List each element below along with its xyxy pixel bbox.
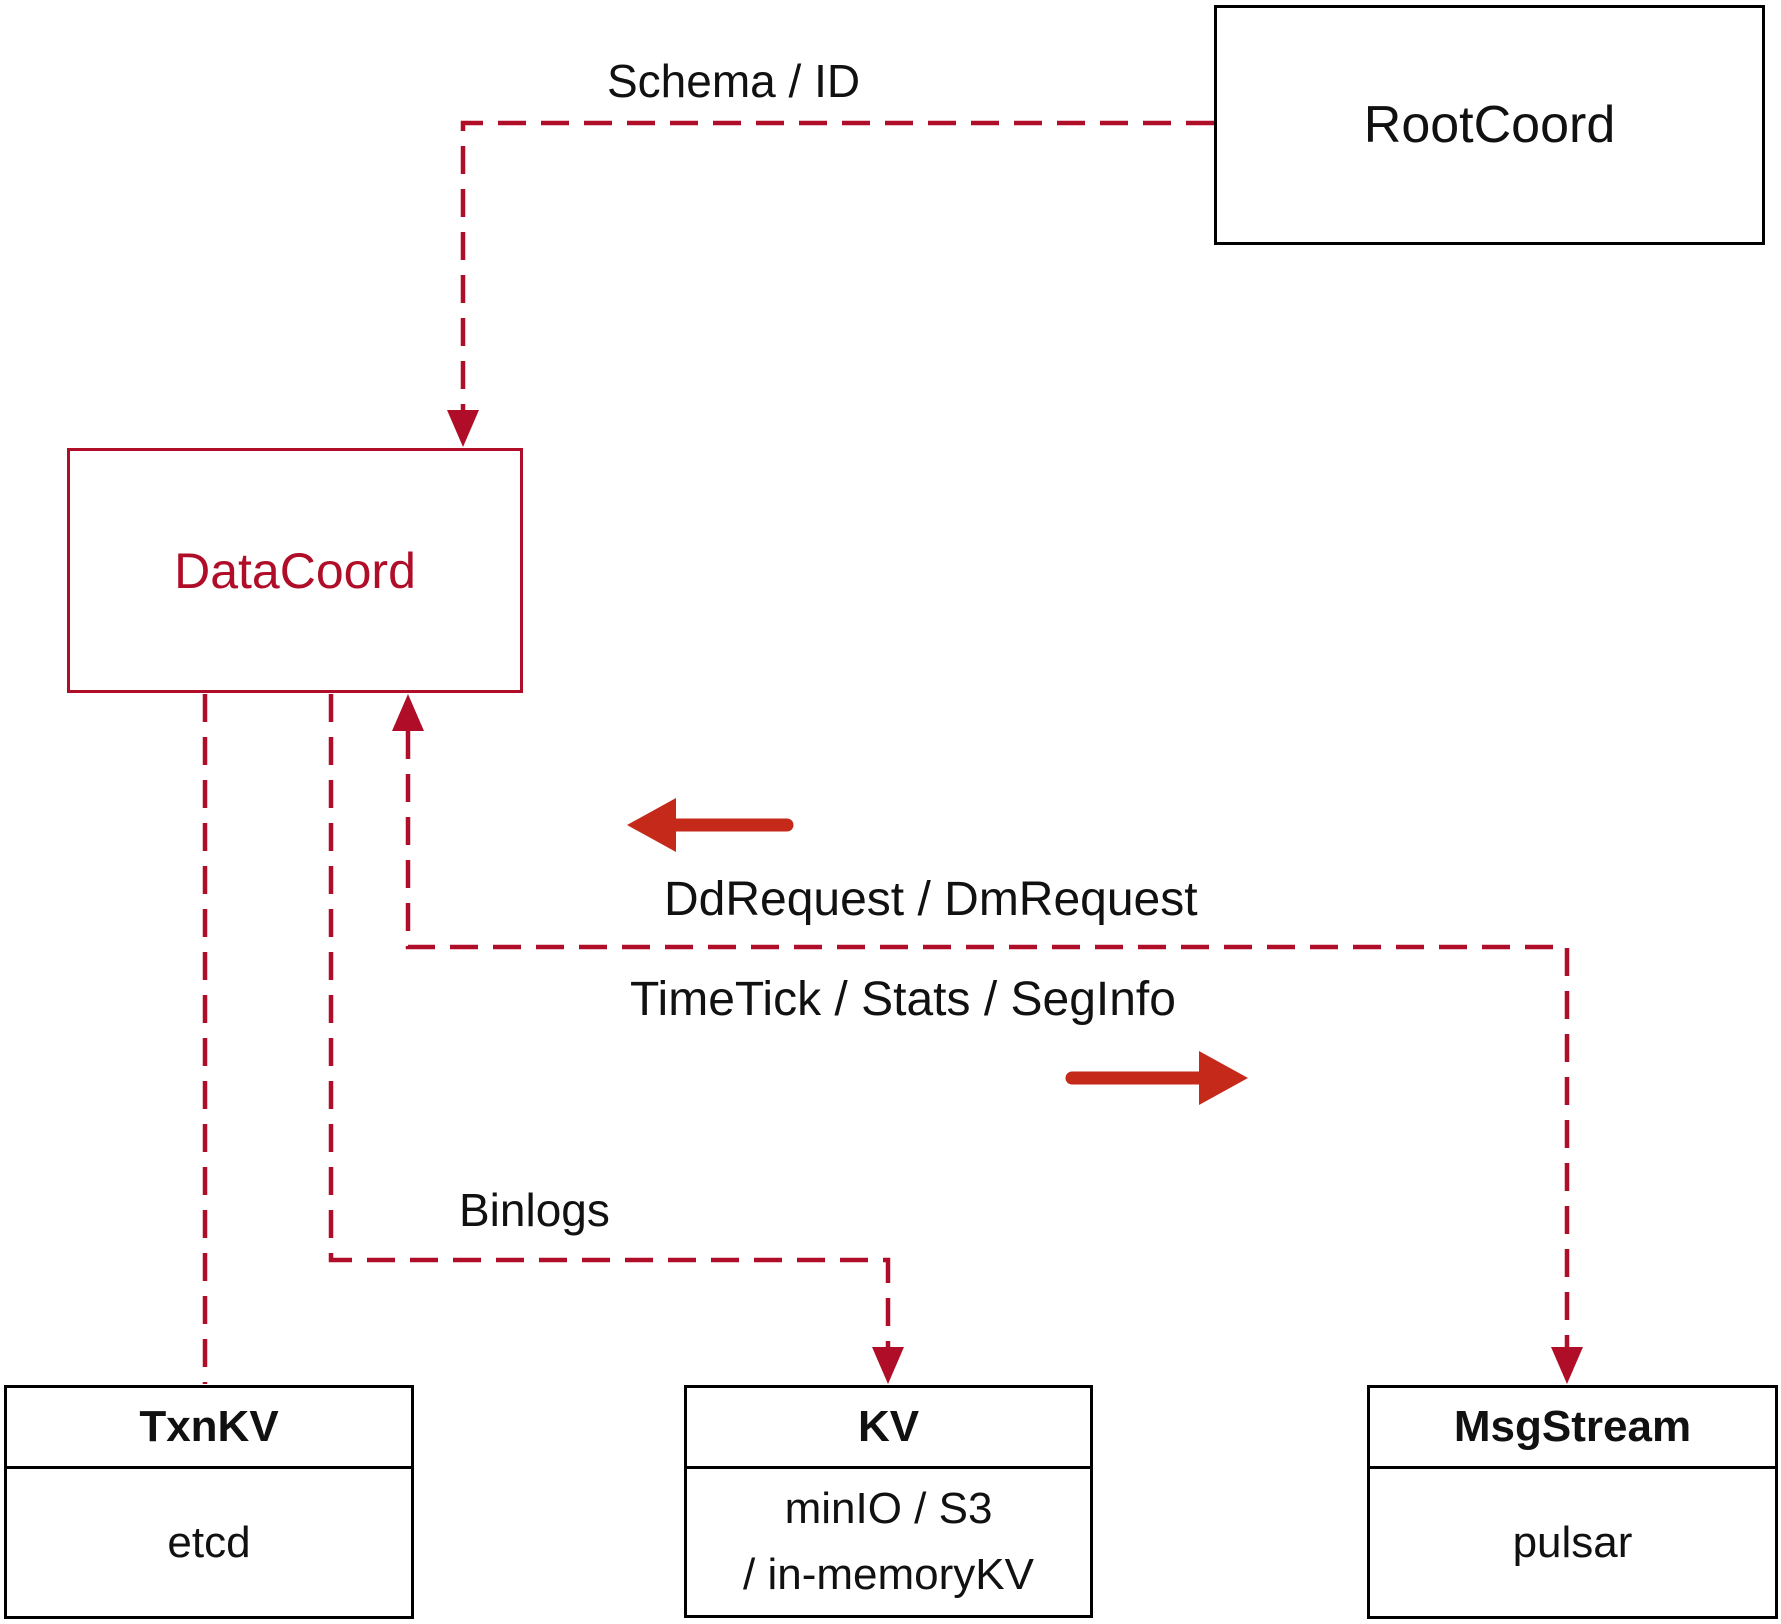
edge-label-timetick-stats-seginfo: TimeTick / Stats / SegInfo (630, 973, 1176, 1026)
node-msgstream: MsgStream pulsar (1367, 1385, 1778, 1619)
node-txnkv: TxnKV etcd (4, 1385, 414, 1619)
edge-msgstream-down-arrowhead (1551, 1347, 1583, 1384)
edge-schema-id-arrowhead (447, 410, 479, 447)
left-direction-arrow-head (627, 798, 676, 852)
node-txnkv-title: TxnKV (7, 1388, 411, 1469)
node-kv-body: minIO / S3 / in-memoryKV (687, 1469, 1090, 1615)
right-direction-arrow-head (1199, 1051, 1248, 1105)
node-txnkv-body: etcd (167, 1517, 251, 1567)
node-msgstream-body: pulsar (1512, 1517, 1633, 1567)
edge-schema-id-line (460, 120, 1214, 428)
edge-msgstream-line (405, 731, 1570, 1364)
edge-label-ddrequest-dmrequest: DdRequest / DmRequest (664, 873, 1198, 926)
node-rootcoord-label: RootCoord (1363, 96, 1616, 154)
node-kv-body-line2: / in-memoryKV (743, 1550, 1034, 1599)
edge-label-schema-id: Schema / ID (607, 55, 861, 107)
node-kv: KV minIO / S3 / in-memoryKV (684, 1385, 1093, 1618)
edge-binlogs-arrowhead (872, 1347, 904, 1384)
node-kv-body-line1: minIO / S3 (784, 1484, 993, 1533)
node-datacoord-label: DataCoord (174, 542, 416, 599)
edge-msgstream-up-arrowhead (392, 694, 424, 731)
edge-label-binlogs: Binlogs (459, 1184, 610, 1236)
edge-binlogs-line (328, 694, 891, 1364)
node-msgstream-title: MsgStream (1370, 1388, 1775, 1469)
node-kv-title: KV (687, 1388, 1090, 1469)
node-rootcoord: RootCoord (1214, 5, 1765, 245)
node-datacoord: DataCoord (67, 448, 523, 693)
